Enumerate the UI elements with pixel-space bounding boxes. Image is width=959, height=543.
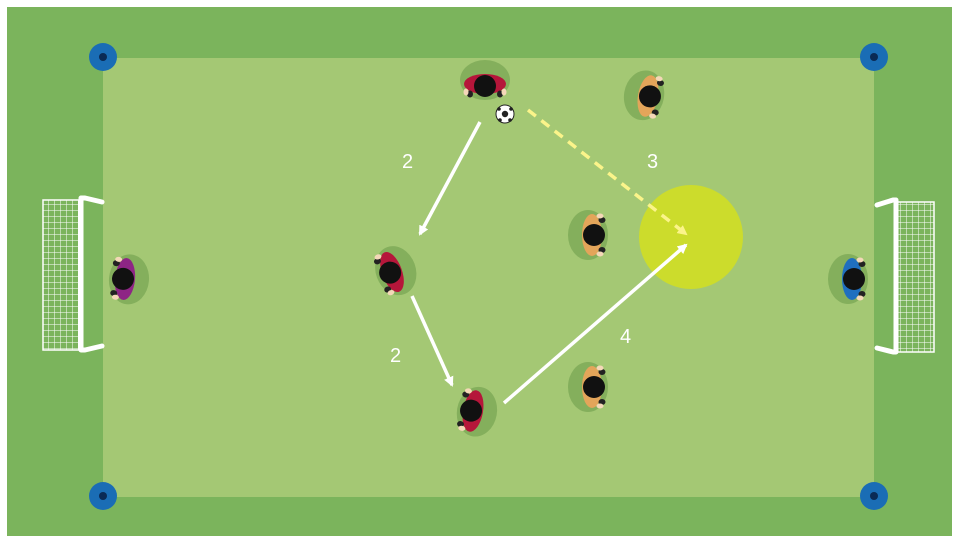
cone-icon xyxy=(89,43,117,71)
label-run-c: 4 xyxy=(620,326,631,348)
cone-icon xyxy=(89,482,117,510)
ball-icon xyxy=(496,105,514,123)
player-defender-bottom xyxy=(568,362,608,412)
player-goalkeeper-right xyxy=(828,254,868,304)
inner-field xyxy=(103,58,874,497)
cone-icon xyxy=(860,482,888,510)
label-run-b: 2 xyxy=(390,345,401,367)
label-pass: 3 xyxy=(647,151,658,173)
player-defender-middle xyxy=(568,210,608,260)
cone-icon xyxy=(860,43,888,71)
label-run-a: 2 xyxy=(402,151,413,173)
player-attacker-top xyxy=(460,60,510,100)
